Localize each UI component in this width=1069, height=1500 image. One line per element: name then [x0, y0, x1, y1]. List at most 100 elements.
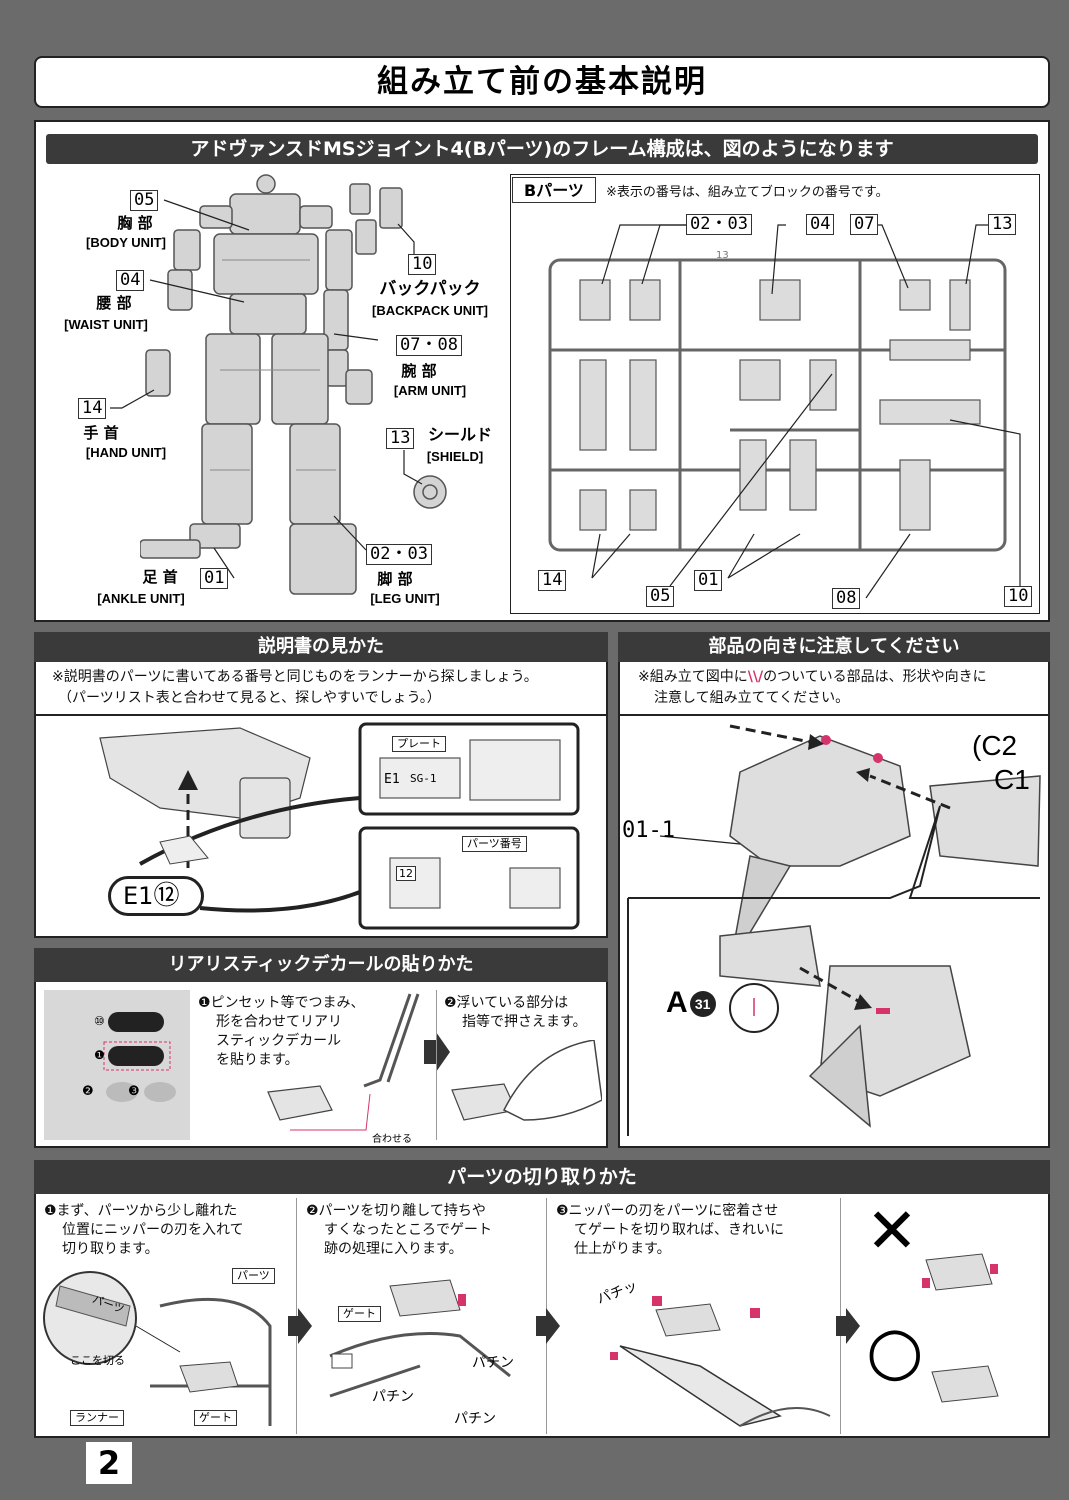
page-number: 2 [86, 1442, 132, 1484]
runner-tag-05: 05 [646, 586, 675, 607]
caution-mark: \\/ [747, 669, 764, 685]
howto-divider [34, 714, 608, 716]
runner-tag-01: 01 [694, 570, 723, 591]
decal-step-1-line-1: ❶ピンセット等でつまみ、 [198, 995, 365, 1011]
runner-tag-07: 07 [850, 214, 879, 235]
unit-tag-ankle: 01 [200, 568, 229, 589]
decal-step-1-line-2: 形を合わせてリアリ [216, 1014, 342, 1030]
label-parts: パーツ [232, 1268, 275, 1284]
decal-step-2-line-1: ❷浮いている部分は [444, 995, 569, 1011]
unit-tag-backpack: 10 [408, 254, 437, 275]
unit-label-backpack-jp: バックパック [379, 279, 481, 299]
bad-part-illustration [922, 1253, 998, 1291]
cut-step-2: ❷パーツを切り離して持ちや すくなったところでゲート 跡の処理に入ります。 [306, 1202, 492, 1259]
runner-label: Bパーツ [512, 177, 596, 203]
runner-tag-10: 10 [1004, 586, 1033, 607]
unit-label-waist-en: [WAIST UNIT] [64, 317, 148, 332]
cut-step-1-line-3: 切り取ります。 [62, 1241, 159, 1257]
orientation-note-1a: ※組み立て図中に [638, 669, 748, 685]
orientation-note-1: ※組み立て図中に\\/のついている部品は、形状や向きに [638, 667, 987, 688]
arrow-cut-1 [288, 1308, 312, 1344]
cutting-header: パーツの切り取りかた [34, 1160, 1050, 1194]
runner-leader-lines [591, 224, 1021, 599]
arrow-cut-3 [836, 1308, 860, 1344]
unit-tag-arm: 07・08 [396, 335, 462, 356]
decal-step-2-line-2: 指等で押さえます。 [462, 1014, 587, 1030]
label-c2: (C2 [972, 730, 1018, 761]
cut-step-3: ❸ニッパーの刃をパーツに密着させ てゲートを切り取れば、きれいに 仕上がります。 [556, 1202, 784, 1259]
runner-tag-02-03: 02・03 [686, 214, 752, 235]
part-number: 12 [396, 866, 416, 881]
unit-label-arm-en: [ARM UNIT] [393, 383, 467, 398]
unit-label-shield-en: [SHIELD] [426, 449, 484, 464]
howto-note-1: ※説明書のパーツに書いてある番号と同じものをランナーから探しましょう。 [52, 669, 538, 685]
unit-label-ankle-jp: 足 首 [142, 568, 178, 586]
orientation-illustration [627, 724, 1041, 1136]
orientation-divider [618, 714, 1050, 716]
plate-code: E1 [384, 772, 400, 787]
runner-note: ※表示の番号は、組み立てブロックの番号です。 [606, 185, 889, 200]
label-gate: ゲート [194, 1410, 237, 1426]
decal-step-1-illustration [267, 993, 420, 1131]
frame-header: アドヴァンスドMSジョイント4(Bパーツ)のフレーム構成は、図のようになります [46, 134, 1038, 164]
label-c1: C1 [994, 764, 1030, 795]
unit-tag-waist: 04 [116, 270, 145, 291]
cut-step-1: ❶まず、パーツから少し離れた 位置にニッパーの刃を入れて 切り取ります。 [44, 1202, 244, 1259]
plate-label: プレート [392, 736, 446, 752]
orientation-header: 部品の向きに注意してください [618, 632, 1050, 662]
runner-stamp: 13 [716, 250, 729, 261]
decal-num-10: ⑩ [94, 1014, 105, 1028]
frame-figure-illustration [140, 174, 447, 595]
decal-step-2: ❷浮いている部分は 指等で押さえます。 [444, 994, 587, 1032]
label-gate-2: ゲート [338, 1306, 381, 1322]
arrow-cut-2 [536, 1308, 560, 1344]
arrow-decal-1 [424, 1032, 450, 1072]
cut-step-1-line-1: ❶まず、パーツから少し離れた [44, 1203, 238, 1219]
runner-tag-08: 08 [832, 588, 861, 609]
unit-tag-hand: 14 [78, 398, 107, 419]
cut-step-3-line-2: てゲートを切り取れば、きれいに [574, 1222, 784, 1238]
decal-header: リアリスティックデカールの貼りかた [34, 948, 608, 982]
orientation-note-2: 注意して組み立ててください。 [654, 690, 850, 706]
label-cut-here: ここを切る [70, 1354, 125, 1367]
snap-1: パチン [372, 1389, 414, 1405]
unit-label-waist-jp: 腰 部 [96, 294, 132, 312]
howto-note-2: （パーツリスト表と合わせて見ると、探しやすいでしょう。） [58, 690, 441, 706]
label-a: A [666, 986, 688, 1019]
unit-label-hand-en: [HAND UNIT] [85, 445, 167, 460]
unit-label-ankle-en: [ANKLE UNIT] [97, 591, 185, 606]
bad-mark: ✕ [866, 1194, 918, 1267]
snap-2: パチン [472, 1355, 514, 1371]
page-title: 組み立て前の基本説明 [34, 56, 1050, 108]
cut-step-2-line-3: 跡の処理に入ります。 [324, 1241, 463, 1257]
cut-step-2-illustration [329, 1279, 511, 1398]
callout-e1-12: E1⑫ [108, 876, 204, 916]
cut-step-3-line-1: ❸ニッパーの刃をパーツに密着させ [556, 1203, 779, 1219]
decal-sheet-illustration [44, 990, 190, 1140]
good-mark: ○ [866, 1312, 924, 1389]
decal-step-2-illustration [451, 1040, 602, 1121]
decal-num-3: ❸ [128, 1084, 140, 1099]
unit-label-hand-jp: 手 首 [83, 424, 119, 442]
unit-label-backpack-en: [BACKPACK UNIT] [371, 303, 489, 318]
frame-leader-lines [110, 199, 423, 579]
decal-step-1-line-3: スティックデカール [216, 1033, 342, 1049]
runner-tag-13: 13 [988, 214, 1017, 235]
label-a-number: 31 [689, 991, 716, 1018]
runner-tag-14: 14 [538, 570, 567, 591]
howto-illustration [99, 722, 580, 930]
unit-label-leg-jp: 脚 部 [377, 570, 413, 588]
callout-letter: E1 [123, 882, 154, 910]
orientation-note-1b: のついている部品は、形状や向きに [763, 669, 987, 685]
unit-tag-shield: 13 [386, 428, 415, 449]
cut-step-1-line-2: 位置にニッパーの刃を入れて [62, 1222, 244, 1238]
unit-label-leg-en: [LEG UNIT] [370, 591, 440, 606]
howto-header: 説明書の見かた [34, 632, 608, 662]
plate-code-2: SG-1 [410, 772, 437, 785]
unit-label-body-jp: 胸 部 [117, 214, 153, 232]
align-label: 合わせる [372, 1134, 412, 1145]
runner-tag-04: 04 [806, 214, 835, 235]
good-part-illustration [931, 1365, 999, 1403]
decal-step-divider [436, 990, 437, 1140]
